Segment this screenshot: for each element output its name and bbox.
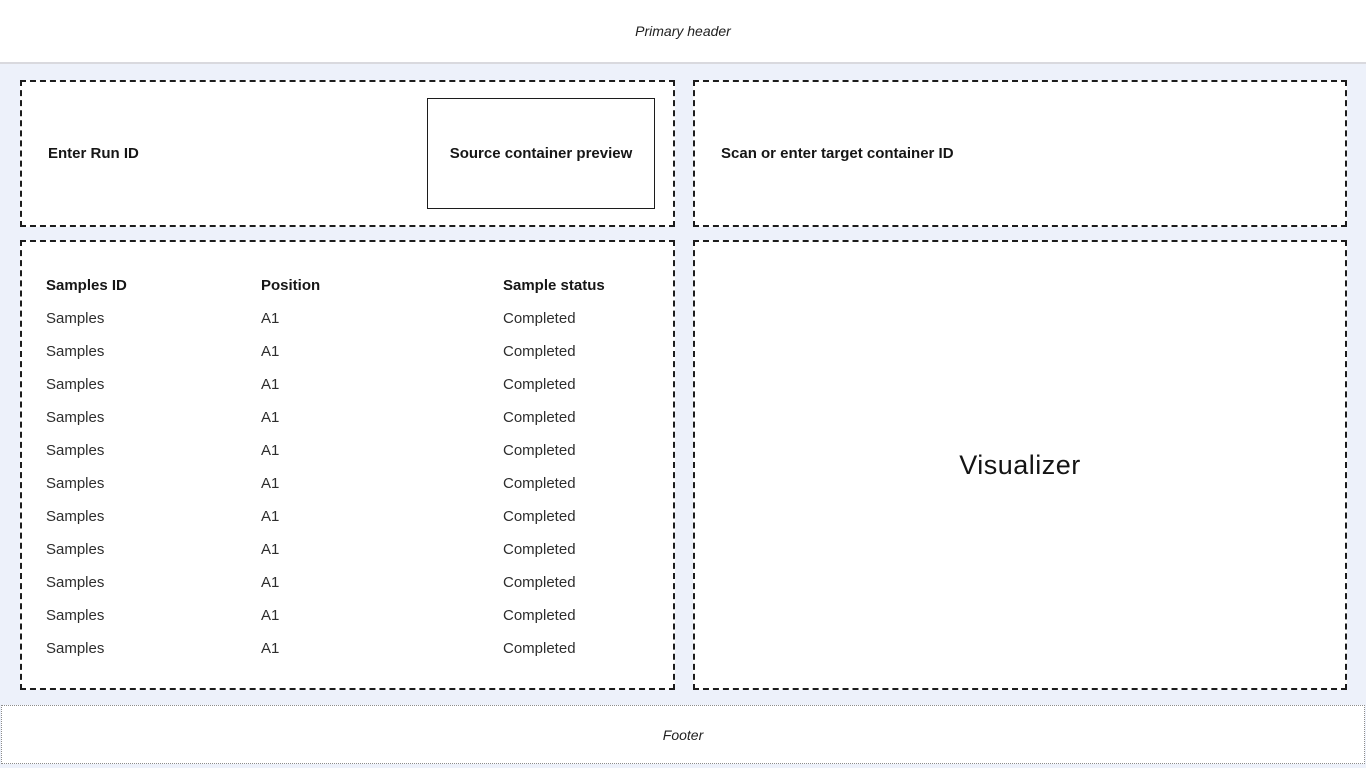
table-row: Samples A1 Completed: [46, 632, 663, 665]
column-header-sample-status: Sample status: [503, 277, 605, 294]
content-area: Enter Run ID Source container preview Sa…: [20, 80, 1347, 690]
position-cell: A1: [261, 475, 280, 492]
target-container-label: Scan or enter target container ID: [721, 145, 954, 162]
visualizer-label: Visualizer: [959, 449, 1081, 480]
primary-header: Primary header: [0, 0, 1366, 64]
sample-id-cell: Samples: [46, 607, 105, 624]
sample-status-cell: Completed: [503, 508, 576, 525]
position-cell: A1: [261, 640, 280, 657]
footer-label: Footer: [662, 726, 704, 743]
sample-id-cell: Samples: [46, 541, 105, 558]
sample-status-cell: Completed: [503, 310, 576, 327]
table-row: Samples A1 Completed: [46, 566, 663, 599]
sample-status-cell: Completed: [503, 376, 576, 393]
sample-id-cell: Samples: [46, 442, 105, 459]
sample-id-cell: Samples: [46, 640, 105, 657]
table-row: Samples A1 Completed: [46, 302, 663, 335]
position-cell: A1: [261, 442, 280, 459]
samples-table-body: Samples A1 Completed Samples A1 Complete…: [46, 302, 663, 665]
table-row: Samples A1 Completed: [46, 335, 663, 368]
footer: Footer: [1, 705, 1365, 764]
sample-status-cell: Completed: [503, 475, 576, 492]
table-row: Samples A1 Completed: [46, 401, 663, 434]
sample-status-cell: Completed: [503, 343, 576, 360]
position-cell: A1: [261, 310, 280, 327]
sample-id-cell: Samples: [46, 574, 105, 591]
table-row: Samples A1 Completed: [46, 467, 663, 500]
sample-status-cell: Completed: [503, 541, 576, 558]
table-row: Samples A1 Completed: [46, 533, 663, 566]
sample-id-cell: Samples: [46, 343, 105, 360]
source-container-preview-label: Source container preview: [449, 145, 633, 162]
sample-id-cell: Samples: [46, 475, 105, 492]
column-header-samples-id: Samples ID: [46, 277, 127, 294]
sample-status-cell: Completed: [503, 409, 576, 426]
position-cell: A1: [261, 541, 280, 558]
table-row: Samples A1 Completed: [46, 500, 663, 533]
table-row: Samples A1 Completed: [46, 368, 663, 401]
target-container-panel[interactable]: Scan or enter target container ID: [693, 80, 1347, 227]
sample-status-cell: Completed: [503, 574, 576, 591]
position-cell: A1: [261, 574, 280, 591]
sample-id-cell: Samples: [46, 508, 105, 525]
right-column: Scan or enter target container ID Visual…: [693, 80, 1347, 690]
position-cell: A1: [261, 607, 280, 624]
sample-status-cell: Completed: [503, 640, 576, 657]
sample-status-cell: Completed: [503, 442, 576, 459]
run-id-label: Enter Run ID: [48, 145, 139, 162]
sample-id-cell: Samples: [46, 310, 105, 327]
source-container-preview: Source container preview: [427, 98, 655, 209]
sample-id-cell: Samples: [46, 376, 105, 393]
samples-table-panel: Samples ID Position Sample status Sample…: [20, 240, 675, 690]
position-cell: A1: [261, 376, 280, 393]
position-cell: A1: [261, 343, 280, 360]
sample-id-cell: Samples: [46, 409, 105, 426]
visualizer-panel: Visualizer: [693, 240, 1347, 690]
table-row: Samples A1 Completed: [46, 434, 663, 467]
table-row: Samples A1 Completed: [46, 599, 663, 632]
position-cell: A1: [261, 409, 280, 426]
samples-table-header: Samples ID Position Sample status: [46, 269, 663, 302]
run-id-panel[interactable]: Enter Run ID Source container preview: [20, 80, 675, 227]
left-column: Enter Run ID Source container preview Sa…: [20, 80, 675, 690]
sample-status-cell: Completed: [503, 607, 576, 624]
column-header-position: Position: [261, 277, 321, 294]
primary-header-title: Primary header: [635, 23, 731, 39]
position-cell: A1: [261, 508, 280, 525]
